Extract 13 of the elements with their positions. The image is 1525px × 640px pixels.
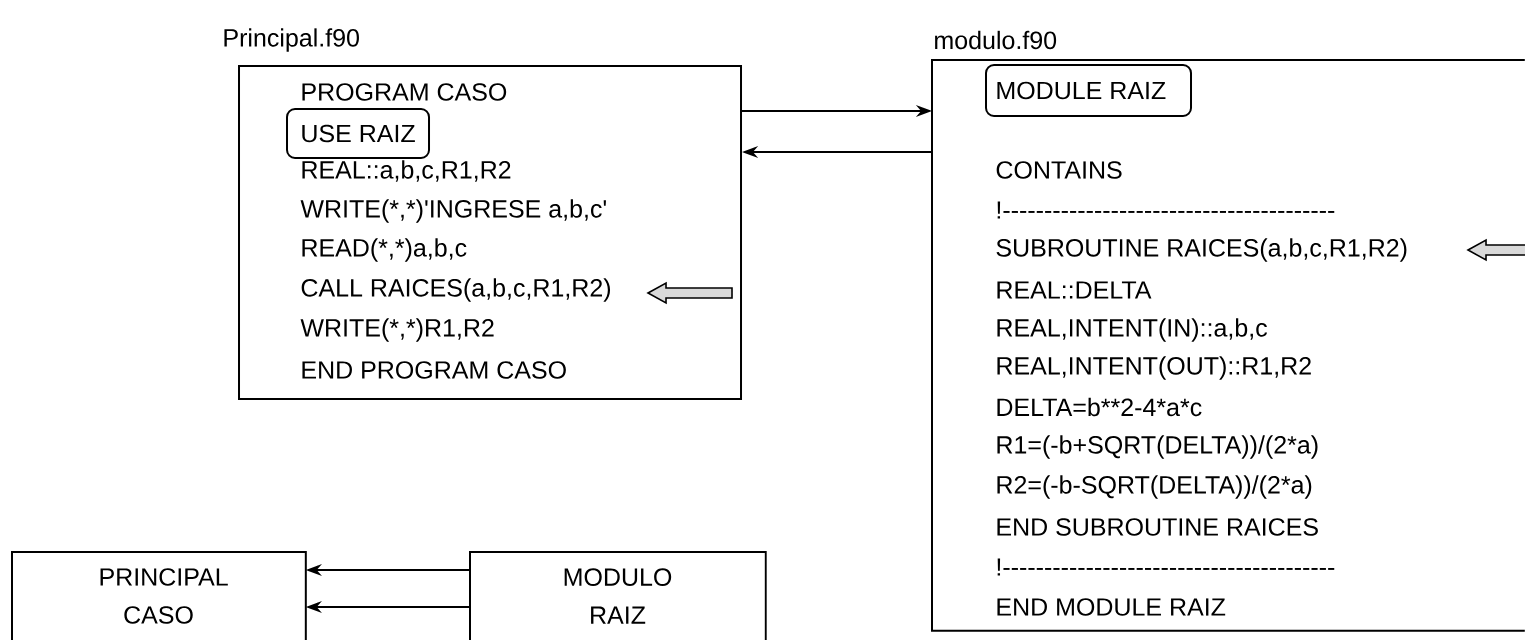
- node-label: WRITE(*,*)'INGRESE a,b,c': [300, 199, 606, 223]
- file-name: modulo.f90: [935, 30, 1057, 50]
- node-label: READ(*,*)a,b,c: [302, 238, 467, 262]
- node-label: PROGRAM CASO: [302, 83, 507, 101]
- node-label: REAL::a,b,c,R1,R2: [302, 160, 511, 182]
- module-box: PRINCIPAL CASO: [11, 551, 307, 640]
- highlight-box: USE RAIZ: [286, 108, 430, 159]
- module-box: MODULO RAIZ: [469, 551, 767, 640]
- node-label: CALL RAICES(a,b,c,R1,R2): [301, 278, 611, 302]
- node-label: END PROGRAM CASO: [302, 361, 566, 379]
- highlight-box: MODULE RAIZ: [985, 64, 1192, 117]
- node-label: WRITE(*,*)R1,R2: [300, 318, 494, 342]
- file-name: Principal.f90: [224, 28, 359, 52]
